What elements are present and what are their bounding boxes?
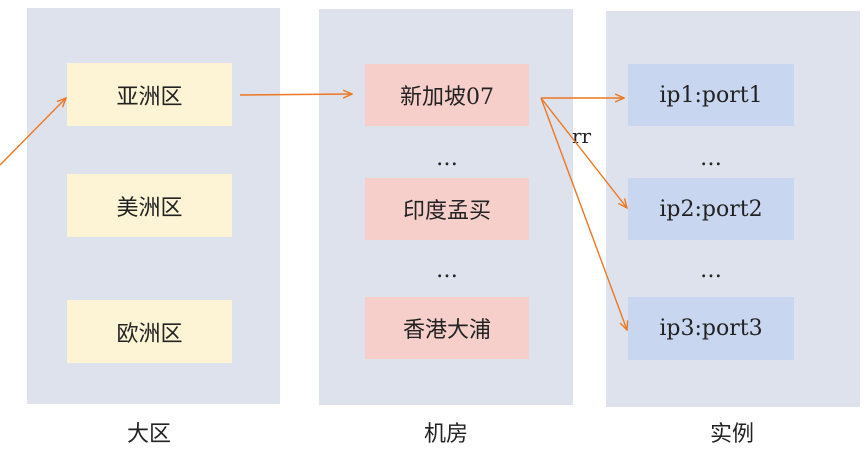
region-box-asia: 亚洲区: [67, 63, 232, 126]
arrow-entry-to-asia: [0, 98, 66, 166]
datacenter-box-mumbai: 印度孟买: [365, 178, 529, 240]
datacenter-box-hongkong: 香港大浦: [365, 297, 529, 359]
datacenter-column-label: 机房: [423, 422, 468, 447]
instance-box-3: ip3:port3: [628, 297, 794, 360]
instance-column-label: 实例: [709, 422, 754, 447]
region-column-label: 大区: [126, 422, 171, 447]
datacenter-box-singapore: 新加坡07: [365, 64, 529, 126]
instance-ellipsis-2: …: [700, 258, 722, 283]
instance-box-1: ip1:port1: [628, 64, 794, 126]
region-box-america: 美洲区: [67, 174, 232, 237]
datacenter-ellipsis-2: …: [436, 258, 458, 283]
region-box-europe: 欧洲区: [67, 300, 232, 363]
arrow-singapore-to-instance-2: [540, 97, 627, 208]
datacenter-ellipsis-1: …: [436, 146, 458, 171]
instance-box-2: ip2:port2: [628, 178, 794, 240]
arrow-singapore-to-instance-3: [540, 97, 627, 330]
instance-ellipsis-1: …: [700, 146, 722, 171]
round-robin-label: rr: [572, 124, 592, 148]
arrow-asia-to-singapore: [239, 94, 352, 95]
